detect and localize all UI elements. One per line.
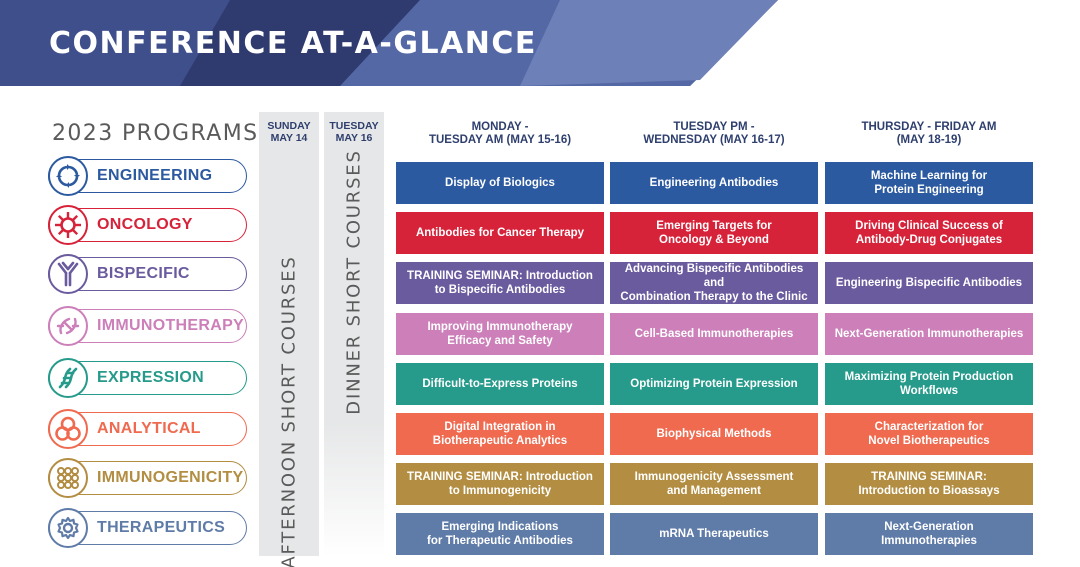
short-course-label: DINNER SHORT COURSES (343, 149, 365, 415)
day-line: TUESDAY PM - (673, 121, 755, 133)
heading-line: SUNDAY (267, 120, 311, 132)
session-cell[interactable]: Engineering Bispecific Antibodies (825, 262, 1033, 304)
program-label: THERAPEUTICS (97, 519, 226, 536)
day-heading-thu-fri: THURSDAY - FRIDAY AM (MAY 18-19) (825, 121, 1033, 147)
session-cell[interactable]: Digital Integration in Biotherapeutic An… (396, 413, 604, 455)
session-cell[interactable]: Engineering Antibodies (610, 162, 818, 204)
session-cell[interactable]: mRNA Therapeutics (610, 513, 818, 555)
program-label: IMMUNOTHERAPY (97, 317, 245, 334)
day-line: MONDAY - (471, 121, 529, 133)
day-line: (MAY 18-19) (896, 134, 962, 146)
session-cell[interactable]: Display of Biologics (396, 162, 604, 204)
virus-icon (48, 205, 88, 245)
header-banner: CONFERENCE AT-A-GLANCE (0, 0, 1080, 86)
program-oncology[interactable]: ONCOLOGY (48, 205, 247, 245)
short-course-sunday: SUNDAY MAY 14 AFTERNOON SHORT COURSES (259, 112, 319, 567)
dots-grid-icon (48, 458, 88, 498)
cycle-arrows-icon (48, 156, 88, 196)
program-label: BISPECIFIC (97, 265, 190, 282)
short-course-label: AFTERNOON SHORT COURSES (278, 255, 300, 567)
program-therapeutics[interactable]: THERAPEUTICS (48, 508, 247, 548)
session-cell[interactable]: Next-Generation Immunotherapies (825, 313, 1033, 355)
program-label: ONCOLOGY (97, 216, 193, 233)
antibody-icon (48, 254, 88, 294)
session-cell[interactable]: Antibodies for Cancer Therapy (396, 212, 604, 254)
heading-line: TUESDAY (329, 120, 379, 132)
program-label: ANALYTICAL (97, 420, 201, 437)
rings-icon (48, 409, 88, 449)
program-immunogenicity[interactable]: IMMUNOGENICITY (48, 458, 247, 498)
day-line: THURSDAY - FRIDAY AM (861, 121, 997, 133)
session-cell[interactable]: Characterization for Novel Biotherapeuti… (825, 413, 1033, 455)
session-cell[interactable]: Biophysical Methods (610, 413, 818, 455)
session-cell[interactable]: TRAINING SEMINAR: Introduction to Immuno… (396, 463, 604, 505)
session-cell[interactable]: Cell-Based Immunotherapies (610, 313, 818, 355)
program-bispecific[interactable]: BISPECIFIC (48, 254, 247, 294)
immune-cell-icon (48, 306, 88, 346)
program-immunotherapy[interactable]: IMMUNOTHERAPY (48, 306, 247, 346)
short-course-tuesday: TUESDAY MAY 16 DINNER SHORT COURSES (324, 112, 384, 422)
session-cell[interactable]: Driving Clinical Success of Antibody-Dru… (825, 212, 1033, 254)
session-cell[interactable]: TRAINING SEMINAR: Introduction to Bispec… (396, 262, 604, 304)
session-cell[interactable]: Maximizing Protein Production Workflows (825, 363, 1033, 405)
session-cell[interactable]: Next-Generation Immunotherapies (825, 513, 1033, 555)
session-cell[interactable]: Improving Immunotherapy Efficacy and Saf… (396, 313, 604, 355)
session-cell[interactable]: Machine Learning for Protein Engineering (825, 162, 1033, 204)
program-analytical[interactable]: ANALYTICAL (48, 409, 247, 449)
program-label: ENGINEERING (97, 167, 213, 184)
day-line: TUESDAY AM (MAY 15-16) (428, 134, 572, 146)
session-cell[interactable]: Difficult-to-Express Proteins (396, 363, 604, 405)
short-course-heading: SUNDAY MAY 14 (259, 120, 319, 144)
session-cell[interactable]: TRAINING SEMINAR: Introduction to Bioass… (825, 463, 1033, 505)
page-title: CONFERENCE AT-A-GLANCE (49, 26, 537, 61)
programs-title: 2023 PROGRAMS (52, 121, 259, 146)
short-course-heading: TUESDAY MAY 16 (324, 120, 384, 144)
day-heading-mon-tue: MONDAY - TUESDAY AM (MAY 15-16) (396, 121, 604, 147)
dna-strand-icon (48, 358, 88, 398)
program-engineering[interactable]: ENGINEERING (48, 156, 247, 196)
gear-icon (48, 508, 88, 548)
session-cell[interactable]: Immunogenicity Assessment and Management (610, 463, 818, 505)
session-cell[interactable]: Emerging Indications for Therapeutic Ant… (396, 513, 604, 555)
session-cell[interactable]: Emerging Targets for Oncology & Beyond (610, 212, 818, 254)
heading-line: MAY 16 (335, 132, 373, 144)
program-expression[interactable]: EXPRESSION (48, 358, 247, 398)
banner-background (0, 0, 1080, 86)
program-label: IMMUNOGENICITY (97, 469, 244, 486)
session-cell[interactable]: Advancing Bispecific Antibodies and Comb… (610, 262, 818, 304)
day-heading-tue-wed: TUESDAY PM - WEDNESDAY (MAY 16-17) (610, 121, 818, 147)
program-label: EXPRESSION (97, 369, 205, 386)
heading-line: MAY 14 (270, 132, 308, 144)
day-line: WEDNESDAY (MAY 16-17) (643, 134, 785, 146)
short-course-fade (324, 422, 384, 556)
session-cell[interactable]: Optimizing Protein Expression (610, 363, 818, 405)
